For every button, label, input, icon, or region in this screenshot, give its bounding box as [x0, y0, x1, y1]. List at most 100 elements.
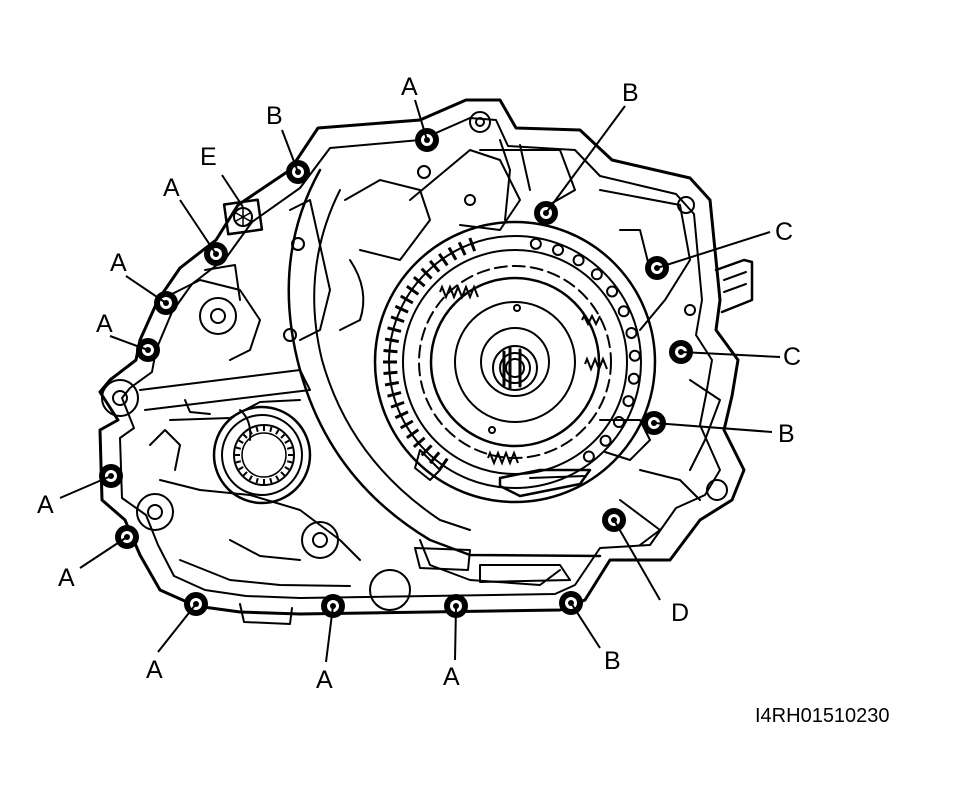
gear-tooth: [438, 457, 449, 471]
left-flange: [139, 264, 361, 625]
gear-tooth: [394, 304, 409, 314]
callout-a3: A: [110, 249, 127, 277]
gear-tooth: [384, 381, 400, 387]
leader-line: [79, 536, 128, 569]
spline-tooth: [242, 471, 248, 477]
gear-tooth: [387, 326, 402, 333]
wave-mark: [584, 356, 608, 372]
callout-d1: D: [671, 599, 689, 627]
gear-assembly: [373, 220, 657, 504]
gear-tooth: [394, 410, 409, 420]
spline-tooth: [275, 429, 280, 435]
callout-c1: C: [775, 218, 793, 246]
gear-tooth: [406, 285, 420, 296]
gear-tooth: [384, 337, 400, 343]
callout-a5: A: [443, 663, 460, 691]
wave-mark: [439, 284, 479, 300]
gear-tooth: [390, 315, 405, 324]
callout-a6: A: [316, 666, 333, 694]
case-bosses: [101, 111, 728, 611]
bearing-ball: [606, 285, 619, 298]
leader-line: [157, 603, 197, 653]
gear-tooth: [468, 237, 477, 252]
leader-line: [109, 335, 149, 351]
bearing-ball: [529, 237, 542, 250]
callout-a4: A: [96, 310, 113, 338]
callout-b2: B: [622, 79, 639, 107]
bearing-ball: [628, 349, 641, 362]
leader-line: [325, 605, 334, 663]
ring-gear-teeth: [383, 237, 477, 471]
gear-tooth: [399, 294, 414, 305]
spline-tooth: [284, 466, 290, 471]
gear-tooth: [457, 241, 467, 256]
callout-e1: E: [200, 143, 217, 171]
bearing-ball: [627, 372, 640, 385]
callout-a9: A: [37, 491, 54, 519]
diagram-code: I4RH01510230: [755, 705, 890, 727]
gear-tooth: [412, 276, 426, 288]
callout-c2: C: [783, 343, 801, 371]
leader-line: [281, 129, 299, 173]
bearing-balls: [529, 237, 641, 463]
spline-tooth: [238, 466, 244, 471]
spline-tooth: [248, 429, 253, 435]
leader-line: [454, 605, 457, 661]
gear-tooth: [387, 391, 402, 398]
gear-tooth: [390, 400, 405, 409]
spline-tooth: [280, 471, 286, 477]
leader-line: [570, 602, 601, 649]
leader-line: [680, 351, 781, 358]
callout-b1: B: [266, 102, 283, 130]
bearing-ball: [625, 326, 638, 339]
callout-a7: A: [146, 656, 163, 684]
callout-b3: B: [778, 420, 795, 448]
spline-tooth: [235, 460, 242, 464]
leader-line: [545, 105, 626, 214]
callout-a8: A: [58, 564, 75, 592]
spline-tooth: [248, 475, 253, 481]
gear-tooth: [429, 259, 441, 273]
internal-wall: [287, 139, 721, 586]
spline-tooth: [280, 433, 286, 439]
bearing-ball: [552, 243, 565, 256]
leader-line: [179, 199, 217, 255]
gear-tooth: [412, 436, 426, 448]
spline-tooth: [255, 426, 259, 433]
gear-tooth: [399, 419, 414, 430]
gear-tooth: [420, 267, 433, 280]
leader-line: [414, 99, 428, 141]
gear-tooth: [406, 428, 420, 439]
bearing-ball: [622, 395, 635, 408]
leader-lines: [59, 99, 781, 663]
bearing-ball: [599, 434, 612, 447]
leader-line: [656, 231, 771, 269]
gear-tooth: [438, 253, 449, 267]
callout-a2: A: [163, 174, 180, 202]
callout-b4: B: [604, 647, 621, 675]
leader-line: [613, 519, 661, 601]
wave-mark: [487, 450, 519, 466]
gear-tooth: [447, 246, 458, 261]
callout-a1: A: [401, 73, 418, 101]
spline-tooth: [242, 433, 248, 439]
bearing-ball: [617, 305, 630, 318]
leader-line: [59, 475, 112, 499]
right-tab: [714, 258, 754, 314]
bearing-ball: [612, 416, 625, 428]
spline-tooth: [284, 439, 290, 444]
leader-line: [653, 422, 773, 433]
wave-mark: [581, 313, 601, 327]
leader-line-e: [221, 174, 244, 208]
spline-tooth: [286, 446, 293, 450]
bearing-ball: [572, 254, 585, 267]
spline-tooth: [238, 439, 244, 444]
spline-tooth: [275, 475, 280, 481]
spline-teeth: [235, 426, 293, 484]
spline-tooth: [269, 426, 273, 433]
spline-tooth: [255, 477, 259, 484]
spline-tooth: [269, 477, 273, 484]
leader-line: [125, 275, 167, 304]
input-shaft: [212, 405, 312, 505]
